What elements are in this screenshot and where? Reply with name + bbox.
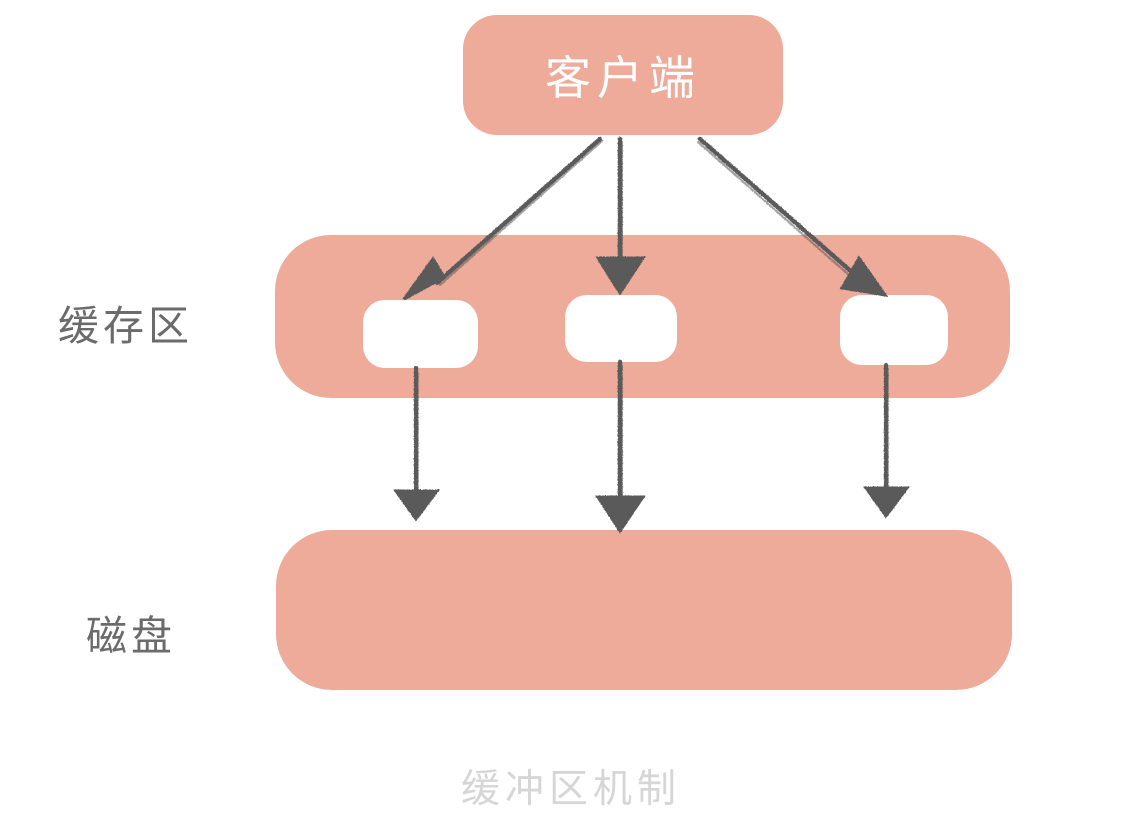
disk-side-label: 磁盘 xyxy=(86,612,176,660)
buffer-slot-3[interactable] xyxy=(840,295,948,365)
buffer-side-label: 缓存区 xyxy=(58,302,193,350)
buffer-slot-1[interactable] xyxy=(363,300,478,368)
diagram-caption: 缓冲区机制 xyxy=(460,767,681,812)
buffer-slot-2[interactable] xyxy=(565,295,677,362)
disk-node[interactable] xyxy=(276,530,1012,690)
client-node-label: 客户端 xyxy=(545,51,701,105)
client-node[interactable]: 客户端 xyxy=(463,15,783,135)
